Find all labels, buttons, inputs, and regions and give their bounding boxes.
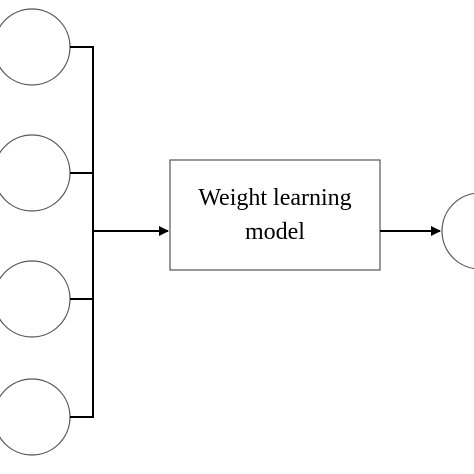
input-node-2: [0, 134, 71, 212]
input-node-3: [0, 260, 71, 338]
model-box: [169, 159, 381, 271]
input-node-4: [0, 378, 71, 456]
output-node: [441, 192, 474, 270]
input-node-1: [0, 8, 71, 86]
